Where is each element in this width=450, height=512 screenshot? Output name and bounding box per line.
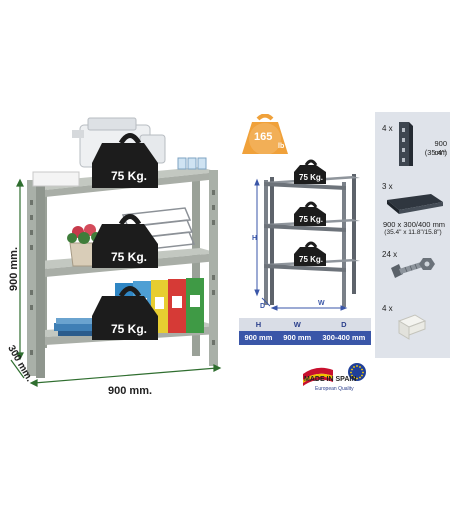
dimension-lines	[10, 178, 222, 387]
part-qty-upright: 4 x	[382, 124, 393, 133]
shelf-diagram: 75 Kg. 75 Kg. 75 Kg. H W D	[252, 159, 360, 311]
diagram-weight-label-bottom: 75 Kg.	[299, 255, 323, 264]
dim-value-d: 300-400 mm	[322, 333, 366, 342]
bolt-nut-icon	[391, 258, 435, 278]
dimensions-table: H W D 900 mm 900 mm 300-400 mm	[239, 318, 371, 348]
shelf-illustration: 75 Kg. 75 Kg. 75 Kg.	[10, 117, 222, 387]
upright-post-icon	[399, 122, 413, 166]
dim-value-w: 900 mm	[283, 333, 312, 342]
dim-header-w: W	[293, 320, 301, 329]
eu-flag-icon	[348, 363, 366, 381]
magazines-icon	[54, 318, 100, 336]
capacity-badge	[242, 114, 288, 155]
dim-header-d: D	[341, 320, 347, 329]
shelf-tray-icon	[387, 194, 443, 214]
part-qty-shelf: 3 x	[382, 182, 393, 191]
made-in-spain-badge	[303, 363, 366, 386]
capacity-unit: lb	[278, 143, 285, 150]
part-desc-upright-1: 900 mm	[434, 139, 447, 157]
dim-header-h: H	[255, 320, 262, 329]
width-dimension-label: 900 mm.	[108, 385, 153, 397]
part-desc-shelf-2: (35.4" x 11.8"/15.8")	[384, 229, 442, 236]
flower-pot-icon	[67, 224, 101, 267]
weight-label-bottom: 75 Kg.	[111, 322, 147, 336]
part-qty-bolts: 24 x	[382, 250, 398, 259]
weight-icon-top	[92, 133, 158, 188]
made-in-spain-text: MADE IN SPAIN	[304, 376, 357, 383]
part-desc-upright-2: (35.4")	[424, 148, 447, 157]
back-upright-right	[192, 178, 200, 356]
diagram-height-axis: H	[252, 235, 257, 242]
weight-label-top: 75 Kg.	[111, 169, 147, 183]
paper-stack	[32, 171, 80, 187]
height-dimension-label: 900 mm.	[8, 246, 20, 292]
front-upright-left	[27, 180, 36, 376]
dim-value-h: 900 mm	[244, 333, 273, 342]
foot-cap-icon	[397, 314, 427, 340]
diagram-depth-axis: D	[260, 303, 265, 310]
capacity-value: 165	[254, 131, 273, 143]
part-desc-shelf-1: 900 x 300/400 mm	[382, 220, 446, 229]
front-upright-right	[209, 170, 218, 366]
dimensions-table-values: 900 mm 900 mm 300-400 mm	[239, 331, 371, 345]
parts-panel: 4 x 900 mm (35.4") 3 x 900 x 300/400 mm …	[375, 112, 450, 358]
weight-label-middle: 75 Kg.	[111, 250, 147, 264]
dimensions-table-header: H W D	[239, 318, 371, 331]
diagram-width-axis: W	[318, 300, 325, 307]
part-qty-foot-caps: 4 x	[382, 304, 393, 313]
spain-flag-icon	[303, 367, 333, 386]
cups-icon	[177, 157, 207, 170]
weight-icon-middle	[92, 214, 158, 268]
weight-icon-bottom	[92, 286, 158, 340]
diagram-weight-label-middle: 75 Kg.	[299, 215, 323, 224]
european-quality-text: European Quality	[315, 386, 354, 392]
diagram-weight-label-top: 75 Kg.	[299, 173, 323, 182]
